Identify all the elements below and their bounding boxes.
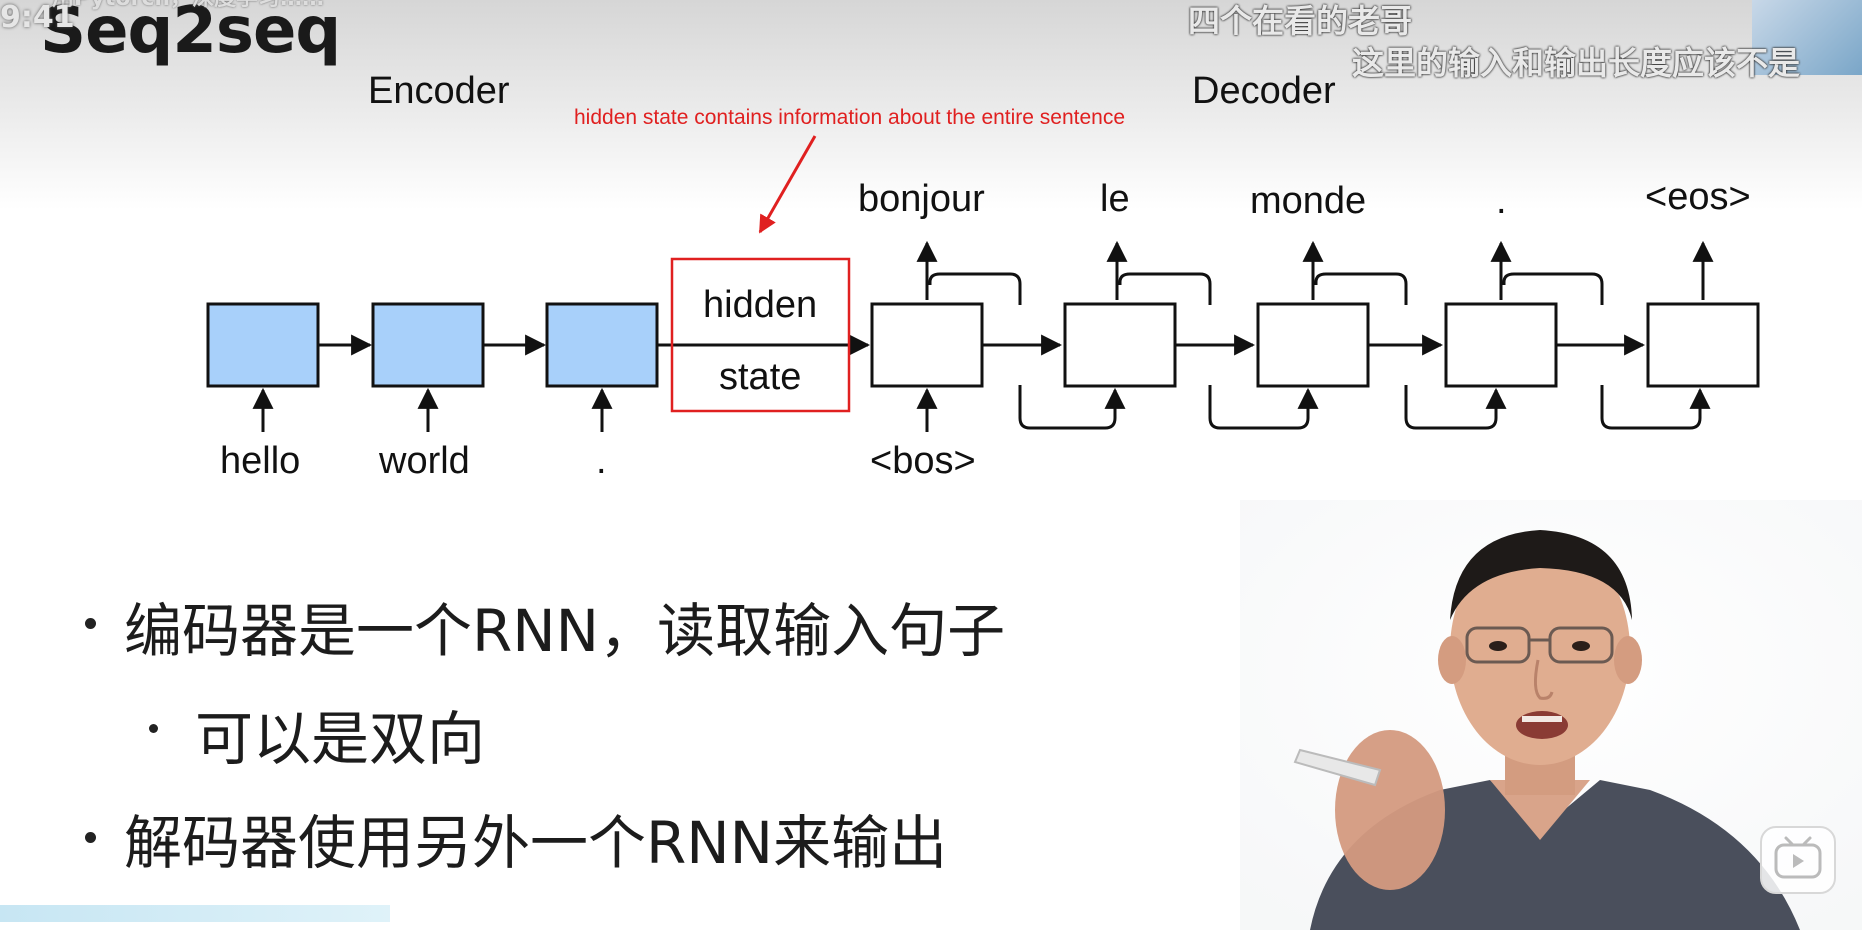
bullet-text: 编码器是一个RNN，读取输入句子 bbox=[124, 597, 1006, 665]
bullet-dot bbox=[85, 832, 96, 843]
bilibili-tv-icon[interactable] bbox=[1760, 826, 1836, 894]
encoder-cell bbox=[545, 302, 659, 388]
encoder-input-label: . bbox=[596, 440, 607, 482]
feedback-loop bbox=[1502, 272, 1604, 305]
bottom-decoration bbox=[0, 905, 390, 922]
decoder-cell bbox=[870, 302, 984, 388]
bullet-dot bbox=[85, 618, 96, 629]
hidden-state-label-2: state bbox=[719, 356, 802, 398]
decoder-cell bbox=[1256, 302, 1370, 388]
hidden-state-label-1: hidden bbox=[703, 284, 818, 326]
feedback-loop bbox=[928, 272, 1022, 305]
decoder-bos-label: <bos> bbox=[870, 440, 976, 482]
danmaku-comment: 这里的输入和输出长度应该不是 bbox=[1352, 44, 1801, 82]
decoder-cell bbox=[1444, 302, 1558, 388]
decoder-output-label: le bbox=[1100, 178, 1130, 220]
corner-thumbnail bbox=[1752, 0, 1862, 75]
sub-bullet-text: 可以是双向 bbox=[195, 705, 486, 773]
hidden-state-annotation: hidden state contains information about … bbox=[574, 106, 1126, 129]
bullet-text: 解码器使用另外一个RNN来输出 bbox=[124, 809, 948, 877]
encoder-cell bbox=[206, 302, 320, 388]
encoder-input-label: hello bbox=[220, 440, 301, 482]
encoder-label: Encoder bbox=[368, 70, 510, 112]
slide-title: Seq2seq bbox=[40, 0, 341, 68]
annotation-arrow bbox=[758, 135, 817, 234]
hidden-state-box bbox=[670, 257, 851, 413]
encoder-cell bbox=[371, 302, 485, 388]
feedback-loop bbox=[1118, 272, 1212, 305]
decoder-output-label: . bbox=[1496, 180, 1507, 222]
decoder-cell bbox=[1646, 302, 1760, 388]
video-timestamp: 9:41 bbox=[0, 0, 75, 35]
feedback-loop bbox=[1314, 272, 1408, 305]
presenter-video bbox=[1240, 500, 1862, 930]
decoder-output-label: <eos> bbox=[1645, 176, 1751, 218]
slide-top-gradient bbox=[0, 0, 1862, 210]
decoder-label: Decoder bbox=[1192, 70, 1336, 112]
decoder-output-label: bonjour bbox=[858, 178, 985, 220]
encoder-input-label: world bbox=[379, 440, 470, 482]
video-title-overlay: 用Pytorch，深度学习…… bbox=[52, 0, 324, 12]
decoder-output-label: monde bbox=[1250, 180, 1367, 222]
decoder-cell bbox=[1063, 302, 1177, 388]
sub-bullet-dot bbox=[149, 724, 158, 733]
danmaku-comment: 四个在看的老哥 bbox=[1188, 2, 1413, 40]
